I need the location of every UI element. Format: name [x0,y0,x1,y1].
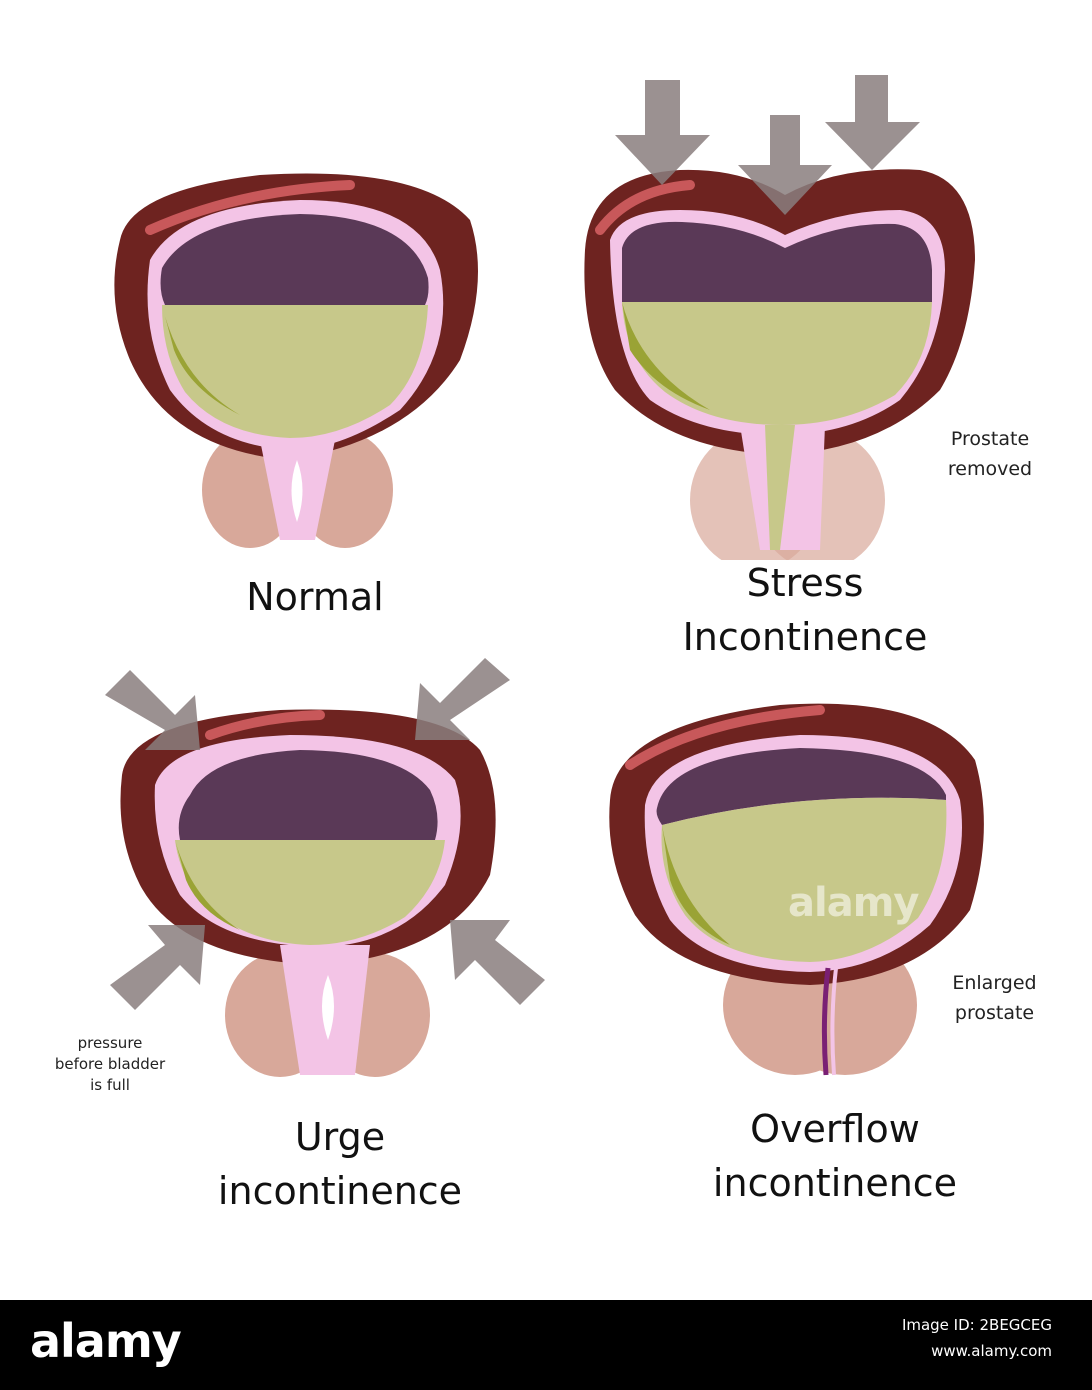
urine [162,305,428,438]
panel-normal [90,160,510,560]
bladder-air-space [622,221,932,302]
watermark-center: alamy [788,880,919,926]
caption-stress-line-1: Stress [746,561,864,605]
footer-brand-logo: alamy [30,1314,182,1368]
footer-site-link[interactable]: www.alamy.com [931,1342,1052,1360]
note-urge-line-3: is full [90,1076,130,1094]
bladder-stress-illustration [584,75,975,560]
urethra-lining [830,967,838,1076]
note-urge-line-2: before bladder [54,1055,166,1073]
wall-highlight [595,180,695,235]
caption-urge-line-1: Urge [294,1115,386,1159]
caption-normal: Normal [160,570,470,624]
pressure-arrows [105,658,545,1010]
note-pressure-before-full: pressure before bladder is full [35,1033,185,1096]
wall-highlight [205,710,325,740]
note-overflow-line-1: Enlarged [952,972,1037,994]
note-urge-line-1: pressure [77,1034,143,1052]
bladder-normal-illustration [114,173,478,548]
urine [622,302,932,425]
note-prostate-removed: Prostate removed [920,424,1060,484]
panel-urge [100,655,560,1095]
bladder-air-space [656,748,946,825]
caption-stress-line-2: Incontinence [682,615,928,659]
urine-shadow [622,302,710,410]
pressure-arrow-top-left [105,670,200,750]
caption-urge-line-2: incontinence [217,1169,463,1213]
panel-stress [570,70,990,560]
bladder-air-space [178,750,438,840]
footer-image-id: Image ID: 2BEGCEG [901,1316,1052,1334]
pressure-arrow-bottom-left [110,925,205,1010]
note-stress-line-1: Prostate [950,428,1030,450]
bladder-overflow-illustration [609,703,984,1076]
urine-shadow [662,825,730,945]
caption-overflow: Overflow incontinence [680,1102,990,1210]
diagram-canvas: Normal Stress Incontinence Prostate remo… [35,70,1067,1218]
wall-highlight [625,705,825,770]
caption-urge: Urge incontinence [185,1110,495,1218]
caption-overflow-line-1: Overflow [750,1107,920,1151]
caption-overflow-line-2: incontinence [712,1161,958,1205]
pressure-arrow-3 [825,75,920,170]
note-overflow-line-2: prostate [954,1002,1035,1024]
bladder-urge-illustration [105,658,545,1077]
urethra-opening [322,975,334,1040]
caption-normal-line-1: Normal [246,575,384,619]
wall-highlight [145,180,355,235]
pressure-arrow-1 [615,80,710,185]
pressure-arrow-2 [738,115,832,215]
caption-stress: Stress Incontinence [640,556,970,664]
urine [661,797,947,962]
note-stress-line-2: removed [947,458,1033,480]
note-enlarged-prostate: Enlarged prostate [922,968,1067,1028]
bladder-air-space [160,214,429,305]
urethra-urine [765,425,795,550]
panel-overflow [600,680,1000,1090]
pressure-arrow-bottom-right [450,920,545,1005]
footer-bar: alamy Image ID: 2BEGCEG www.alamy.com [0,1300,1092,1390]
urine [175,840,445,945]
pressure-arrows [615,75,920,215]
pressure-arrow-top-right [415,658,510,740]
compressed-urethra [821,967,831,1076]
urethra-opening [291,460,303,522]
